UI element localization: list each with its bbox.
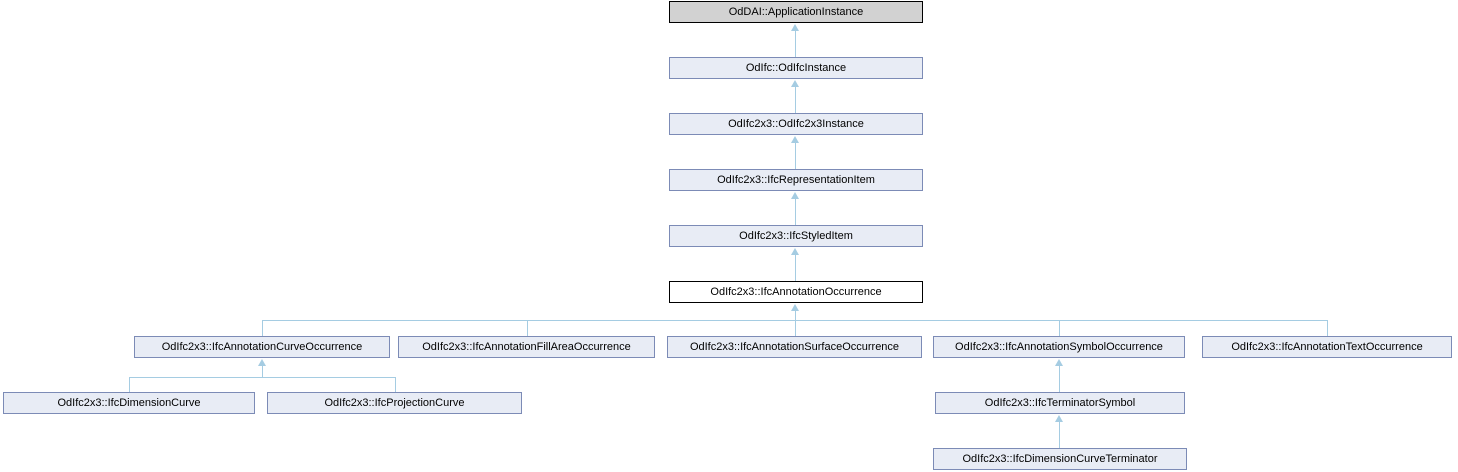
arrow-up-icon: [1055, 359, 1063, 366]
arrow-up-icon: [258, 359, 266, 366]
node-odifc2x3-ifcdimensioncurve[interactable]: OdIfc2x3::IfcDimensionCurve: [3, 392, 255, 414]
node-odifc2x3-ifcannotationsymboloccurrence[interactable]: OdIfc2x3::IfcAnnotationSymbolOccurrence: [933, 336, 1185, 358]
arrow-up-icon: [791, 304, 799, 311]
node-odifc2x3-odifc2x3instance[interactable]: OdIfc2x3::OdIfc2x3Instance: [669, 113, 923, 135]
arrow-up-icon: [791, 24, 799, 31]
node-odifc-odifcinstance[interactable]: OdIfc::OdIfcInstance: [669, 57, 923, 79]
node-odifc2x3-ifcterminatorsymbol[interactable]: OdIfc2x3::IfcTerminatorSymbol: [935, 392, 1185, 414]
node-odifc2x3-ifcannotationfillareaoccurrence[interactable]: OdIfc2x3::IfcAnnotationFillAreaOccurrenc…: [398, 336, 655, 358]
arrow-up-icon: [791, 136, 799, 143]
arrow-up-icon: [791, 192, 799, 199]
node-odifc2x3-ifcannotationsurfaceoccurrence[interactable]: OdIfc2x3::IfcAnnotationSurfaceOccurrence: [667, 336, 922, 358]
node-oddai-applicationinstance: OdDAI::ApplicationInstance: [669, 1, 923, 23]
node-odifc2x3-ifcdimensioncurveterminator[interactable]: OdIfc2x3::IfcDimensionCurveTerminator: [933, 448, 1187, 470]
arrow-up-icon: [791, 80, 799, 87]
arrow-up-icon: [791, 248, 799, 255]
node-odifc2x3-ifcstyleditem[interactable]: OdIfc2x3::IfcStyledItem: [669, 225, 923, 247]
node-odifc2x3-ifcannotationoccurrence: OdIfc2x3::IfcAnnotationOccurrence: [669, 281, 923, 303]
node-odifc2x3-ifcannotationcurveoccurrence[interactable]: OdIfc2x3::IfcAnnotationCurveOccurrence: [134, 336, 390, 358]
node-odifc2x3-ifcannotationtextoccurrence[interactable]: OdIfc2x3::IfcAnnotationTextOccurrence: [1202, 336, 1452, 358]
node-odifc2x3-ifcrepresentationitem[interactable]: OdIfc2x3::IfcRepresentationItem: [669, 169, 923, 191]
node-odifc2x3-ifcprojectioncurve[interactable]: OdIfc2x3::IfcProjectionCurve: [267, 392, 522, 414]
arrow-up-icon: [1055, 415, 1063, 422]
